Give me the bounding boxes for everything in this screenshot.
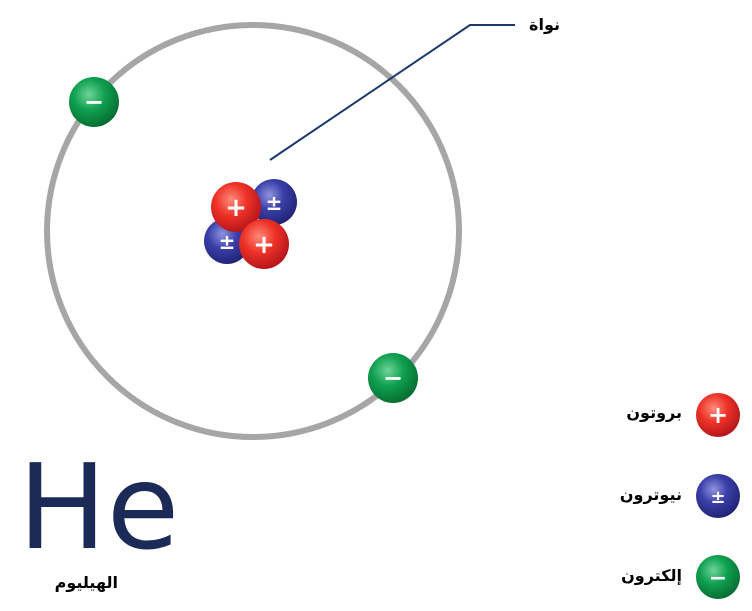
legend-item-neutron: ± نيوترون xyxy=(620,474,740,518)
proton-particle: + xyxy=(239,219,289,269)
neutron-sign: ± xyxy=(219,230,236,254)
electron-orbit xyxy=(44,22,462,440)
neutron-sign: ± xyxy=(266,191,283,215)
proton-sign: + xyxy=(253,230,275,260)
element-name: الهيليوم xyxy=(55,573,118,592)
legend-proton-sign: + xyxy=(708,401,728,429)
legend-item-proton: + بروتون xyxy=(626,393,740,437)
legend-proton-label: بروتون xyxy=(626,403,682,422)
legend-neutron-label: نيوترون xyxy=(620,485,682,504)
element-symbol: He xyxy=(18,438,179,576)
legend-neutron-sign: ± xyxy=(710,487,725,508)
nucleus-label: نواة xyxy=(529,15,560,34)
proton-sign: + xyxy=(225,193,247,223)
legend: + بروتون ± نيوترون − إلكترون xyxy=(620,393,740,599)
neutron-particle: ± xyxy=(251,179,297,225)
nucleus: ± ± + + xyxy=(204,179,297,269)
proton-particle: + xyxy=(211,182,261,232)
legend-item-electron: − إلكترون xyxy=(621,555,740,599)
legend-electron-label: إلكترون xyxy=(621,566,682,585)
electron-particle: − xyxy=(69,77,119,127)
electron-sign: − xyxy=(383,364,403,392)
nucleus-pointer-line xyxy=(269,24,515,161)
legend-electron-sign: − xyxy=(709,566,727,591)
electron-particle: − xyxy=(368,353,418,403)
electron-sign: − xyxy=(84,88,104,116)
